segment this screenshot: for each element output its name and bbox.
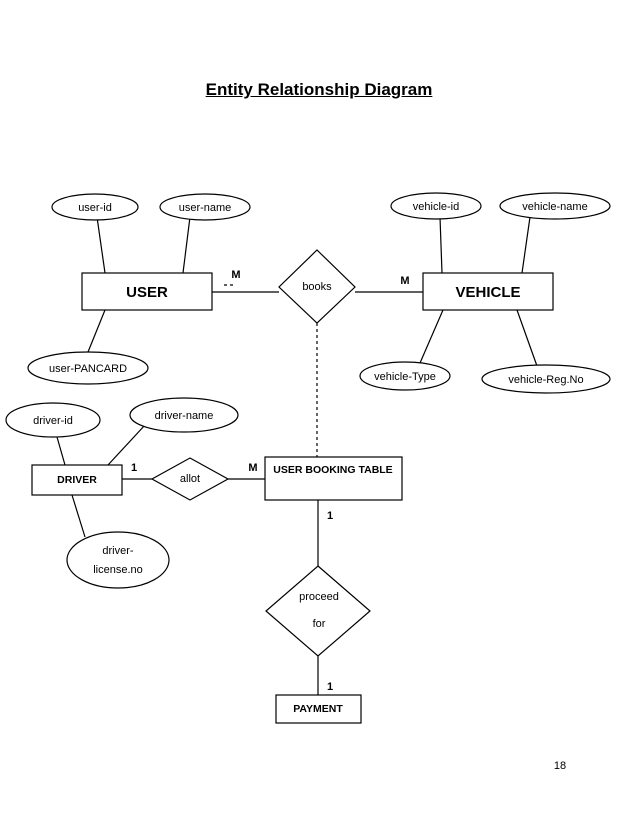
attribute-user-name-label: user-name: [179, 202, 232, 214]
connector-vehicle-name: [521, 216, 531, 274]
attribute-vehicle-id-label: vehicle-id: [413, 201, 459, 213]
entity-user: USER: [81, 272, 213, 311]
entity-driver: DRIVER: [31, 464, 123, 496]
connector-driver-id: [56, 436, 66, 466]
entity-user-box: [81, 272, 213, 311]
entity-driver-box: [31, 464, 123, 496]
relationship-allot-diamond: [150, 457, 230, 501]
attribute-vehicle-id: vehicle-id: [390, 192, 482, 220]
connector-driver-name: [107, 424, 146, 466]
entity-user-booking-table-box: [264, 456, 403, 501]
entity-driver-label: DRIVER: [57, 474, 97, 486]
attribute-vehicle-reg-no-ellipse: [481, 364, 611, 394]
attribute-user-name-ellipse: [159, 193, 251, 221]
attribute-vehicle-reg-no-label: vehicle-Reg.No: [508, 374, 583, 386]
relationship-allot-label: allot: [180, 473, 200, 485]
attribute-user-pancard: user-PANCARD: [27, 351, 149, 385]
relationship-proceed-for: proceed for: [265, 565, 371, 657]
entity-user-booking-table-label: USER BOOKING TABLE: [273, 464, 392, 476]
attribute-driver-name-ellipse: [129, 397, 239, 433]
page-title: Entity Relationship Diagram: [205, 80, 433, 99]
relationship-books: books: [278, 249, 356, 324]
attribute-user-pancard-label: user-PANCARD: [49, 363, 127, 375]
relationship-books-label: books: [302, 281, 332, 293]
attribute-driver-id-label: driver-id: [33, 415, 73, 427]
attribute-driver-license-no-label-line2: license.no: [93, 564, 143, 576]
connector-user-name: [182, 216, 191, 274]
connector-vehicle-id: [439, 216, 443, 274]
entity-user-label: USER: [126, 284, 168, 301]
connector-user-id: [96, 216, 106, 274]
attribute-driver-license-no: driver- license.no: [66, 531, 170, 589]
attribute-vehicle-name: vehicle-name: [499, 192, 611, 220]
attribute-vehicle-id-ellipse: [390, 192, 482, 220]
relationship-allot: allot: [150, 457, 230, 501]
attribute-user-pancard-ellipse: [27, 351, 149, 385]
cardinality-booking-proceed: 1: [327, 510, 333, 522]
attribute-user-name: user-name: [159, 193, 251, 221]
attribute-user-id-label: user-id: [78, 202, 112, 214]
attribute-driver-name: driver-name: [129, 397, 239, 433]
cardinality-driver-allot: 1: [131, 462, 137, 474]
relationship-books-diamond: [278, 249, 356, 324]
entity-vehicle-box: [422, 272, 554, 311]
attribute-vehicle-type-label: vehicle-Type: [374, 371, 436, 383]
relationship-proceed-for-label-line2: for: [313, 618, 326, 630]
attribute-driver-license-no-label-line1: driver-: [102, 545, 134, 557]
attribute-driver-name-label: driver-name: [155, 410, 214, 422]
cardinality-user-books: M: [231, 269, 240, 281]
page-number: 18: [553, 760, 567, 772]
entity-user-booking-table: USER BOOKING TABLE: [264, 456, 403, 501]
relationship-proceed-for-label-line1: proceed: [299, 591, 339, 603]
connector-vehicle-type: [419, 309, 444, 364]
attribute-driver-id: driver-id: [5, 402, 101, 438]
attribute-vehicle-name-label: vehicle-name: [522, 201, 587, 213]
attribute-vehicle-name-ellipse: [499, 192, 611, 220]
connector-user-pancard: [87, 309, 106, 353]
connectors: [56, 216, 538, 695]
attribute-user-id: user-id: [51, 193, 139, 221]
entity-payment: PAYMENT: [275, 694, 362, 724]
attribute-user-id-ellipse: [51, 193, 139, 221]
attribute-driver-id-ellipse: [5, 402, 101, 438]
cardinality-vehicle-books: M: [400, 275, 409, 287]
attribute-vehicle-type-ellipse: [359, 361, 451, 391]
attribute-driver-license-no-ellipse: [66, 531, 170, 589]
attribute-vehicle-type: vehicle-Type: [359, 361, 451, 391]
cardinality-booking-allot: M: [248, 462, 257, 474]
entity-vehicle-label: VEHICLE: [455, 284, 520, 301]
entity-payment-box: [275, 694, 362, 724]
relationship-proceed-for-diamond: [265, 565, 371, 657]
entity-payment-label: PAYMENT: [293, 703, 343, 715]
attribute-vehicle-reg-no: vehicle-Reg.No: [481, 364, 611, 394]
connector-vehicle-reg-no: [516, 309, 538, 367]
connector-driver-license: [71, 494, 86, 538]
cardinality-payment-proceed: 1: [327, 681, 333, 693]
entity-vehicle: VEHICLE: [422, 272, 554, 311]
